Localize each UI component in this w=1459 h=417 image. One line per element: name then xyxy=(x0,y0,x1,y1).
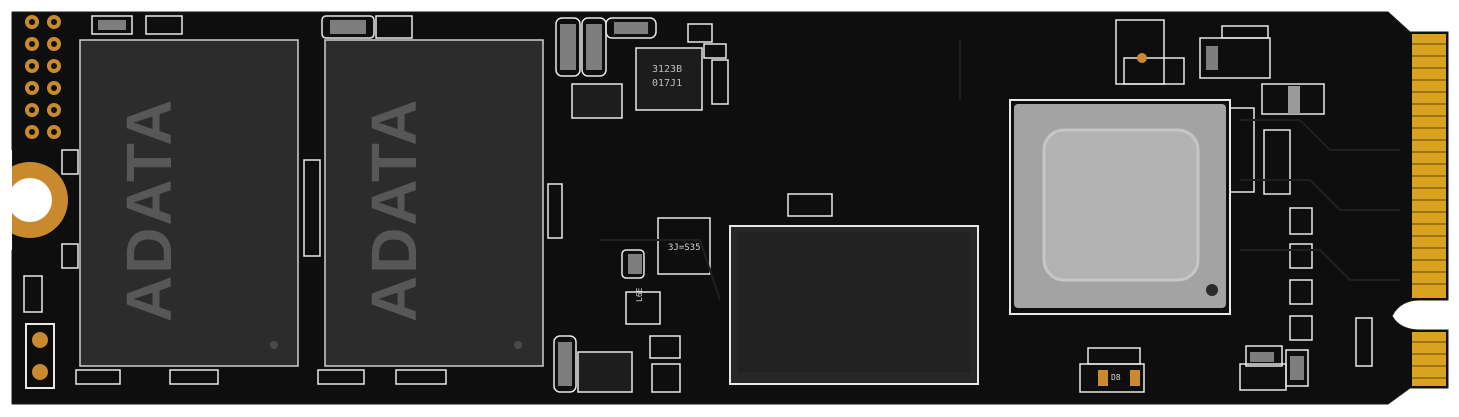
dram-chip-right xyxy=(324,39,544,367)
dram-chip-left xyxy=(79,39,299,367)
regulator-marking: 3J=S35 xyxy=(668,243,701,253)
tiny-marking: D8 xyxy=(1111,373,1121,382)
pmic-marking-line2: 017J1 xyxy=(652,78,683,89)
small-ic-marking: L6E xyxy=(635,287,644,302)
gold-fingers xyxy=(1412,34,1446,386)
pmic-marking-line1: 3123B xyxy=(652,64,683,75)
dram-brand-right: ADATA xyxy=(358,97,430,322)
controller-outline xyxy=(1009,99,1231,315)
pmic-chip xyxy=(635,47,703,111)
dram-brand-left: ADATA xyxy=(113,97,185,322)
